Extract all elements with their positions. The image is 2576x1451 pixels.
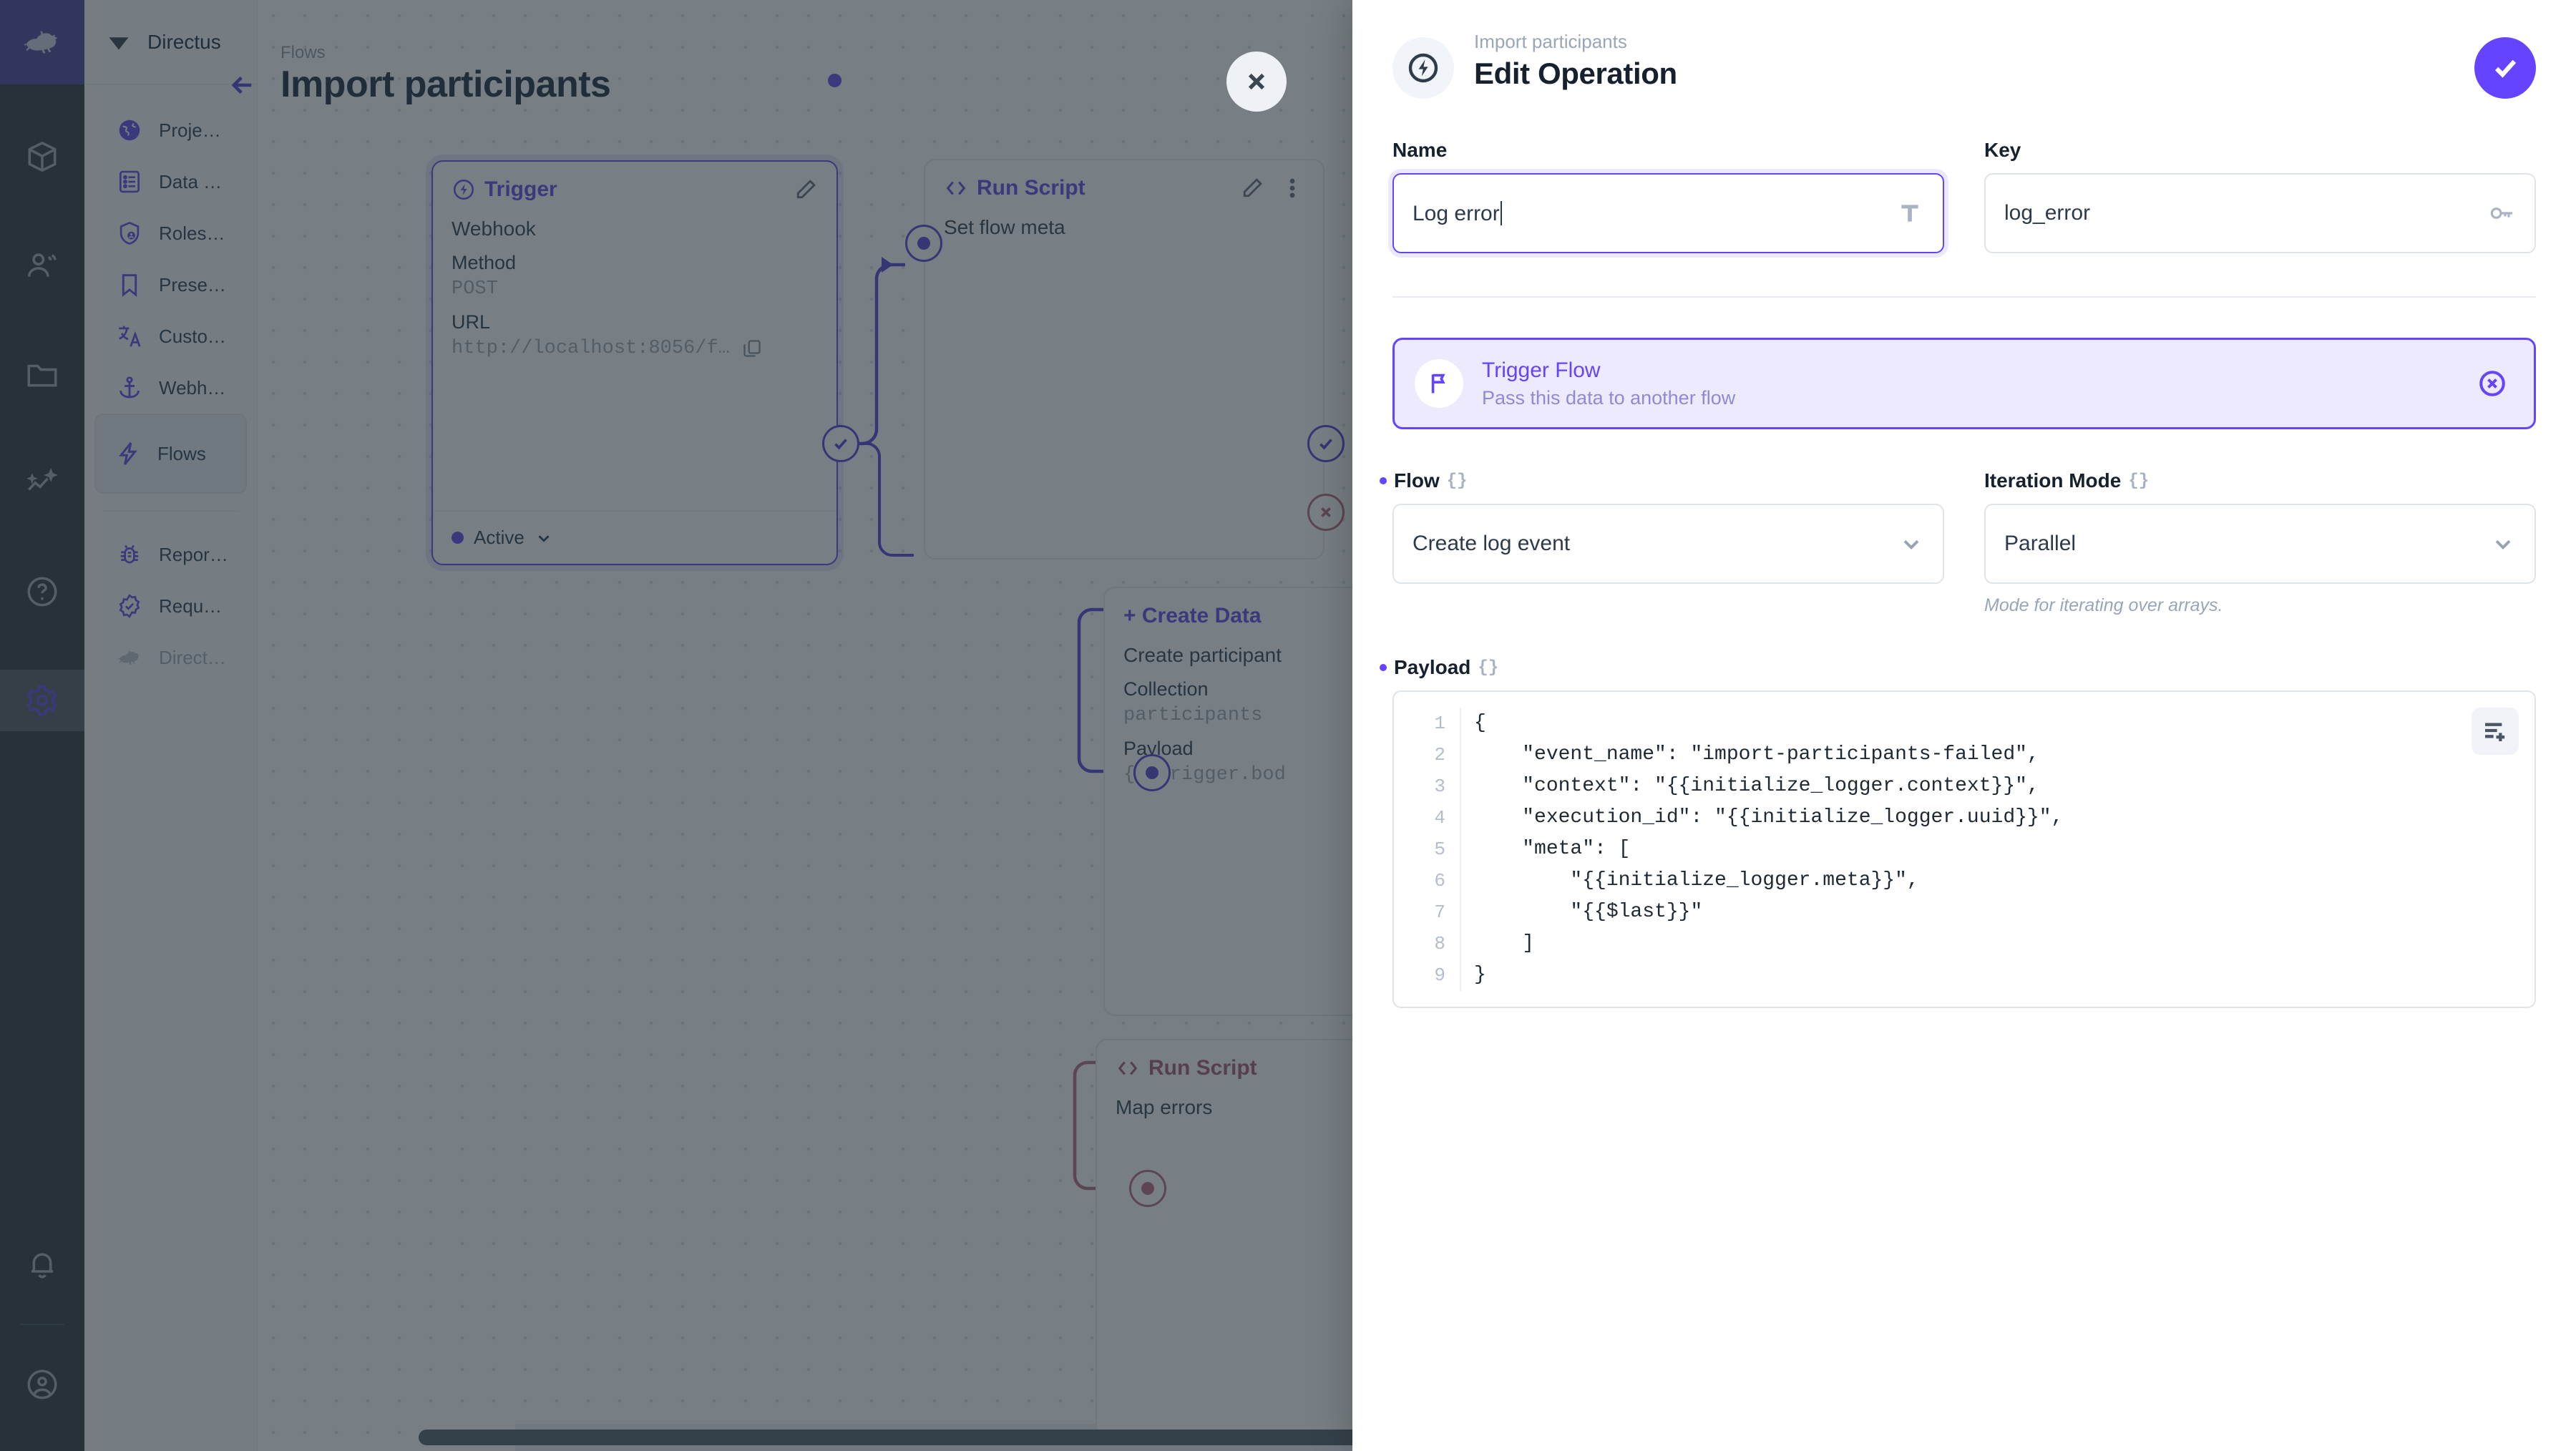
- iteration-label-row: Iteration Mode {}: [1984, 469, 2536, 492]
- line-code: ]: [1460, 928, 2534, 959]
- line-number: 3: [1434, 776, 1445, 797]
- key-icon: [2487, 199, 2516, 228]
- edit-operation-drawer: Import participants Edit Operation Name …: [1352, 0, 2576, 1451]
- chevron-down-icon: [2490, 531, 2516, 557]
- flow-label-row: Flow {}: [1392, 469, 1944, 492]
- code-line: 3 "context": "{{initialize_logger.contex…: [1394, 771, 2534, 802]
- banner-subtitle: Pass this data to another flow: [1482, 386, 1736, 409]
- close-icon: [1248, 73, 1265, 90]
- line-code: }: [1460, 959, 2534, 991]
- iteration-field-group: Iteration Mode {} Parallel Mode for iter…: [1984, 469, 2536, 616]
- bolt-circle-icon: [1408, 53, 1438, 83]
- banner-title: Trigger Flow: [1482, 358, 1601, 382]
- operation-icon-badge: [1392, 37, 1454, 99]
- flow-field-group: Flow {} Create log event: [1392, 469, 1944, 616]
- line-code: {: [1460, 708, 2534, 739]
- format-list-add-icon[interactable]: [2472, 708, 2519, 755]
- close-drawer-button[interactable]: [1226, 52, 1287, 112]
- name-field-group: Name Log error: [1392, 139, 1944, 253]
- code-line: 1 {: [1394, 708, 2534, 739]
- line-code: "context": "{{initialize_logger.context}…: [1460, 771, 2534, 802]
- payload-code-editor[interactable]: 1 { 2 "event_name": "import-participants…: [1392, 690, 2536, 1008]
- key-field-group: Key log_error: [1984, 139, 2536, 253]
- line-code: "event_name": "import-participants-faile…: [1460, 739, 2534, 771]
- line-code: "{{initialize_logger.meta}}",: [1460, 865, 2534, 897]
- operation-type-banner[interactable]: Trigger Flow Pass this data to another f…: [1392, 338, 2536, 429]
- payload-label: Payload: [1394, 656, 1471, 678]
- iteration-label: Iteration Mode: [1984, 469, 2122, 492]
- banner-clear-button[interactable]: [2477, 368, 2508, 399]
- line-number: 6: [1434, 870, 1445, 891]
- key-label: Key: [1984, 139, 2021, 161]
- close-circle-icon: [2479, 371, 2505, 396]
- code-line: 7 "{{$last}}": [1394, 897, 2534, 928]
- line-code: "{{$last}}": [1460, 897, 2534, 928]
- flag-icon-badge: [1415, 359, 1463, 408]
- modal-backdrop[interactable]: [0, 0, 1352, 1451]
- drawer-subtitle: Import participants: [1474, 31, 1627, 52]
- payload-field-group: Payload {} 1 { 2 "event_name": "import-p…: [1392, 656, 2536, 1008]
- line-number: 7: [1434, 902, 1445, 923]
- flow-select[interactable]: Create log event: [1392, 504, 1944, 584]
- line-code: "execution_id": "{{initialize_logger.uui…: [1460, 802, 2534, 834]
- name-key-row: Name Log error Key log_error: [1392, 139, 2536, 253]
- iteration-hint: Mode for iterating over arrays.: [1984, 595, 2223, 615]
- name-input[interactable]: Log error: [1392, 173, 1944, 253]
- code-line: 9 }: [1394, 959, 2534, 991]
- save-button[interactable]: [2474, 37, 2536, 99]
- section-divider: [1392, 296, 2536, 298]
- line-number: 2: [1434, 744, 1445, 766]
- flag-icon: [1431, 373, 1445, 394]
- payload-label-row: Payload {}: [1392, 656, 2536, 679]
- flow-braces: {}: [1446, 471, 1468, 491]
- key-input-value: log_error: [2004, 201, 2091, 225]
- line-number: 1: [1434, 713, 1445, 734]
- name-label: Name: [1392, 139, 1448, 161]
- line-number: 9: [1434, 964, 1445, 986]
- flow-label: Flow: [1394, 469, 1440, 492]
- drawer-body: Name Log error Key log_error: [1352, 139, 2576, 1008]
- flow-iteration-row: Flow {} Create log event Iteration Mode …: [1392, 469, 2536, 616]
- text-format-icon: [1896, 199, 1924, 228]
- drawer-title-block: Import participants Edit Operation: [1474, 30, 1677, 91]
- drawer-header: Import participants Edit Operation: [1352, 0, 2576, 99]
- drawer-title: Edit Operation: [1474, 56, 1677, 90]
- name-input-value: Log error: [1413, 201, 1884, 226]
- iteration-select-value: Parallel: [2004, 532, 2077, 555]
- line-number: 5: [1434, 839, 1445, 860]
- chevron-down-icon: [1898, 531, 1924, 557]
- iteration-select[interactable]: Parallel: [1984, 504, 2536, 584]
- line-number: 8: [1434, 933, 1445, 954]
- code-line: 6 "{{initialize_logger.meta}}",: [1394, 865, 2534, 897]
- check-icon: [2494, 59, 2517, 78]
- iteration-braces: {}: [2128, 471, 2150, 491]
- code-line: 2 "event_name": "import-participants-fai…: [1394, 739, 2534, 771]
- line-code: "meta": [: [1460, 834, 2534, 865]
- payload-braces: {}: [1478, 658, 1499, 678]
- key-input[interactable]: log_error: [1984, 173, 2536, 253]
- code-line: 5 "meta": [: [1394, 834, 2534, 865]
- line-number: 4: [1434, 807, 1445, 829]
- code-line: 8 ]: [1394, 928, 2534, 959]
- flow-select-value: Create log event: [1413, 532, 1571, 555]
- banner-text: Trigger Flow Pass this data to another f…: [1482, 358, 1735, 409]
- code-line: 4 "execution_id": "{{initialize_logger.u…: [1394, 802, 2534, 834]
